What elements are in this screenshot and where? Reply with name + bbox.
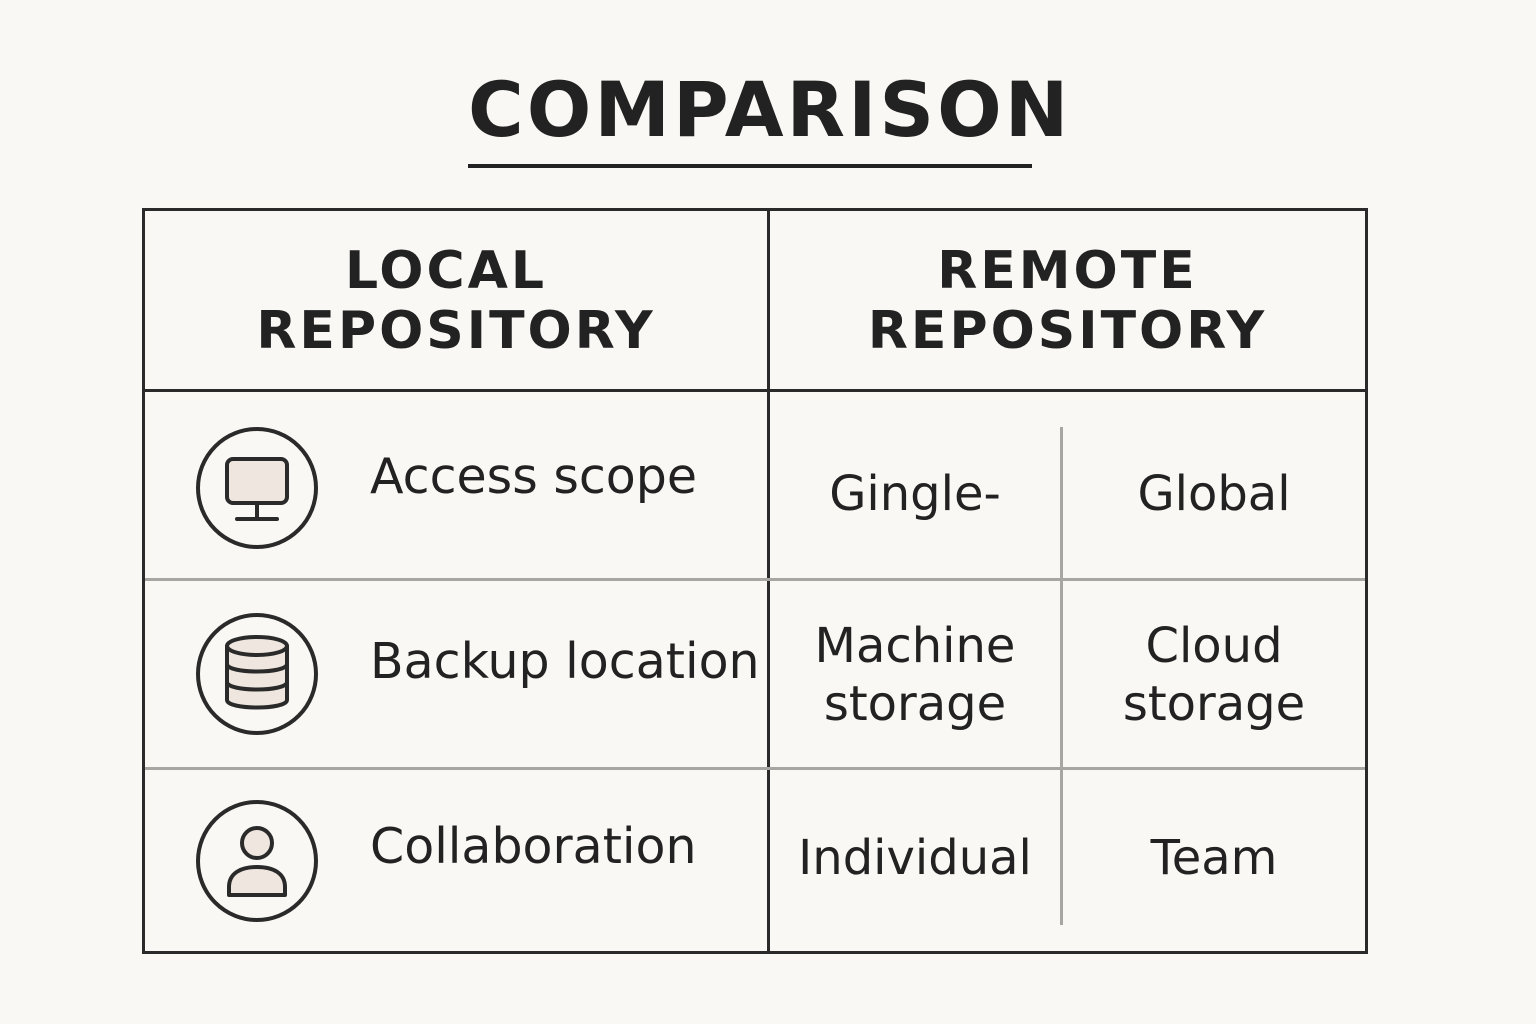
local-value-backup-location-line1: Machine <box>814 618 1016 674</box>
database-icon <box>196 613 318 735</box>
page-title: COMPARISON <box>468 65 1072 154</box>
remote-value-backup-location-line1: Cloud <box>1145 618 1283 674</box>
remote-value-backup-location-line2: storage <box>1122 676 1306 732</box>
column-header-remote-line2: REPOSITORY <box>867 301 1268 361</box>
monitor-icon <box>196 427 318 549</box>
row-divider <box>145 767 1365 770</box>
row-label-collaboration: Collaboration <box>370 818 697 875</box>
column-header-remote-line1: REMOTE <box>937 241 1198 301</box>
local-value-backup-location: Machine storage <box>770 617 1060 733</box>
column-header-local-line2: REPOSITORY <box>256 301 656 361</box>
row-label-access-scope: Access scope <box>370 448 698 505</box>
remote-value-access-scope: Global <box>1137 466 1291 522</box>
header-divider <box>145 389 1365 392</box>
remote-value-backup-location: Cloud storage <box>1063 617 1365 733</box>
user-icon <box>196 800 318 922</box>
row-label-backup-location: Backup location <box>370 633 760 690</box>
value-column-divider <box>1060 427 1063 925</box>
remote-value-collaboration: Team <box>1150 830 1278 886</box>
local-value-access-scope: Gingle- <box>829 466 1001 522</box>
comparison-table: LOCAL REPOSITORY REMOTE REPOSITORY Acces… <box>142 208 1368 954</box>
row-divider <box>145 578 1365 581</box>
local-value-backup-location-line2: storage <box>823 676 1007 732</box>
local-value-collaboration: Individual <box>798 830 1032 886</box>
column-header-local: LOCAL REPOSITORY <box>145 241 767 361</box>
column-header-local-line1: LOCAL <box>344 241 548 301</box>
column-divider <box>767 211 770 951</box>
title-underline <box>468 164 1032 168</box>
column-header-remote: REMOTE REPOSITORY <box>770 241 1365 361</box>
